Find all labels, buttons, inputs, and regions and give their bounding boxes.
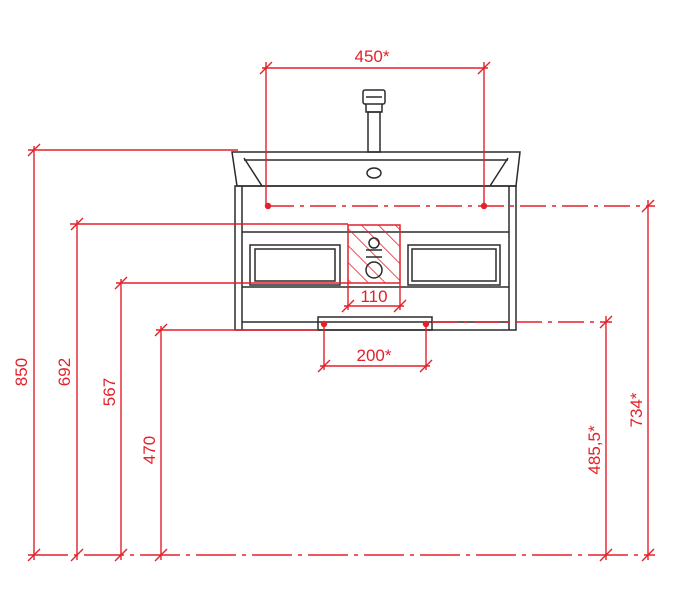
dim-label-850: 850 xyxy=(12,358,31,386)
dimension-lines xyxy=(27,61,655,562)
dim-label-470: 470 xyxy=(140,436,159,464)
faucet xyxy=(362,89,386,153)
dim-label-110: 110 xyxy=(360,287,387,306)
dim-label-485: 485,5* xyxy=(585,425,604,475)
dim-label-200: 200* xyxy=(357,346,392,365)
dim-label-692: 692 xyxy=(55,358,74,386)
dim-label-567: 567 xyxy=(100,378,119,406)
vanity-cabinet xyxy=(234,185,517,331)
dim-label-450: 450* xyxy=(355,47,390,66)
bracket xyxy=(317,316,433,331)
overflow-hole xyxy=(366,167,382,179)
dim-label-734: 734* xyxy=(627,392,646,427)
washbasin xyxy=(231,151,521,187)
drain-cutout xyxy=(347,224,401,284)
